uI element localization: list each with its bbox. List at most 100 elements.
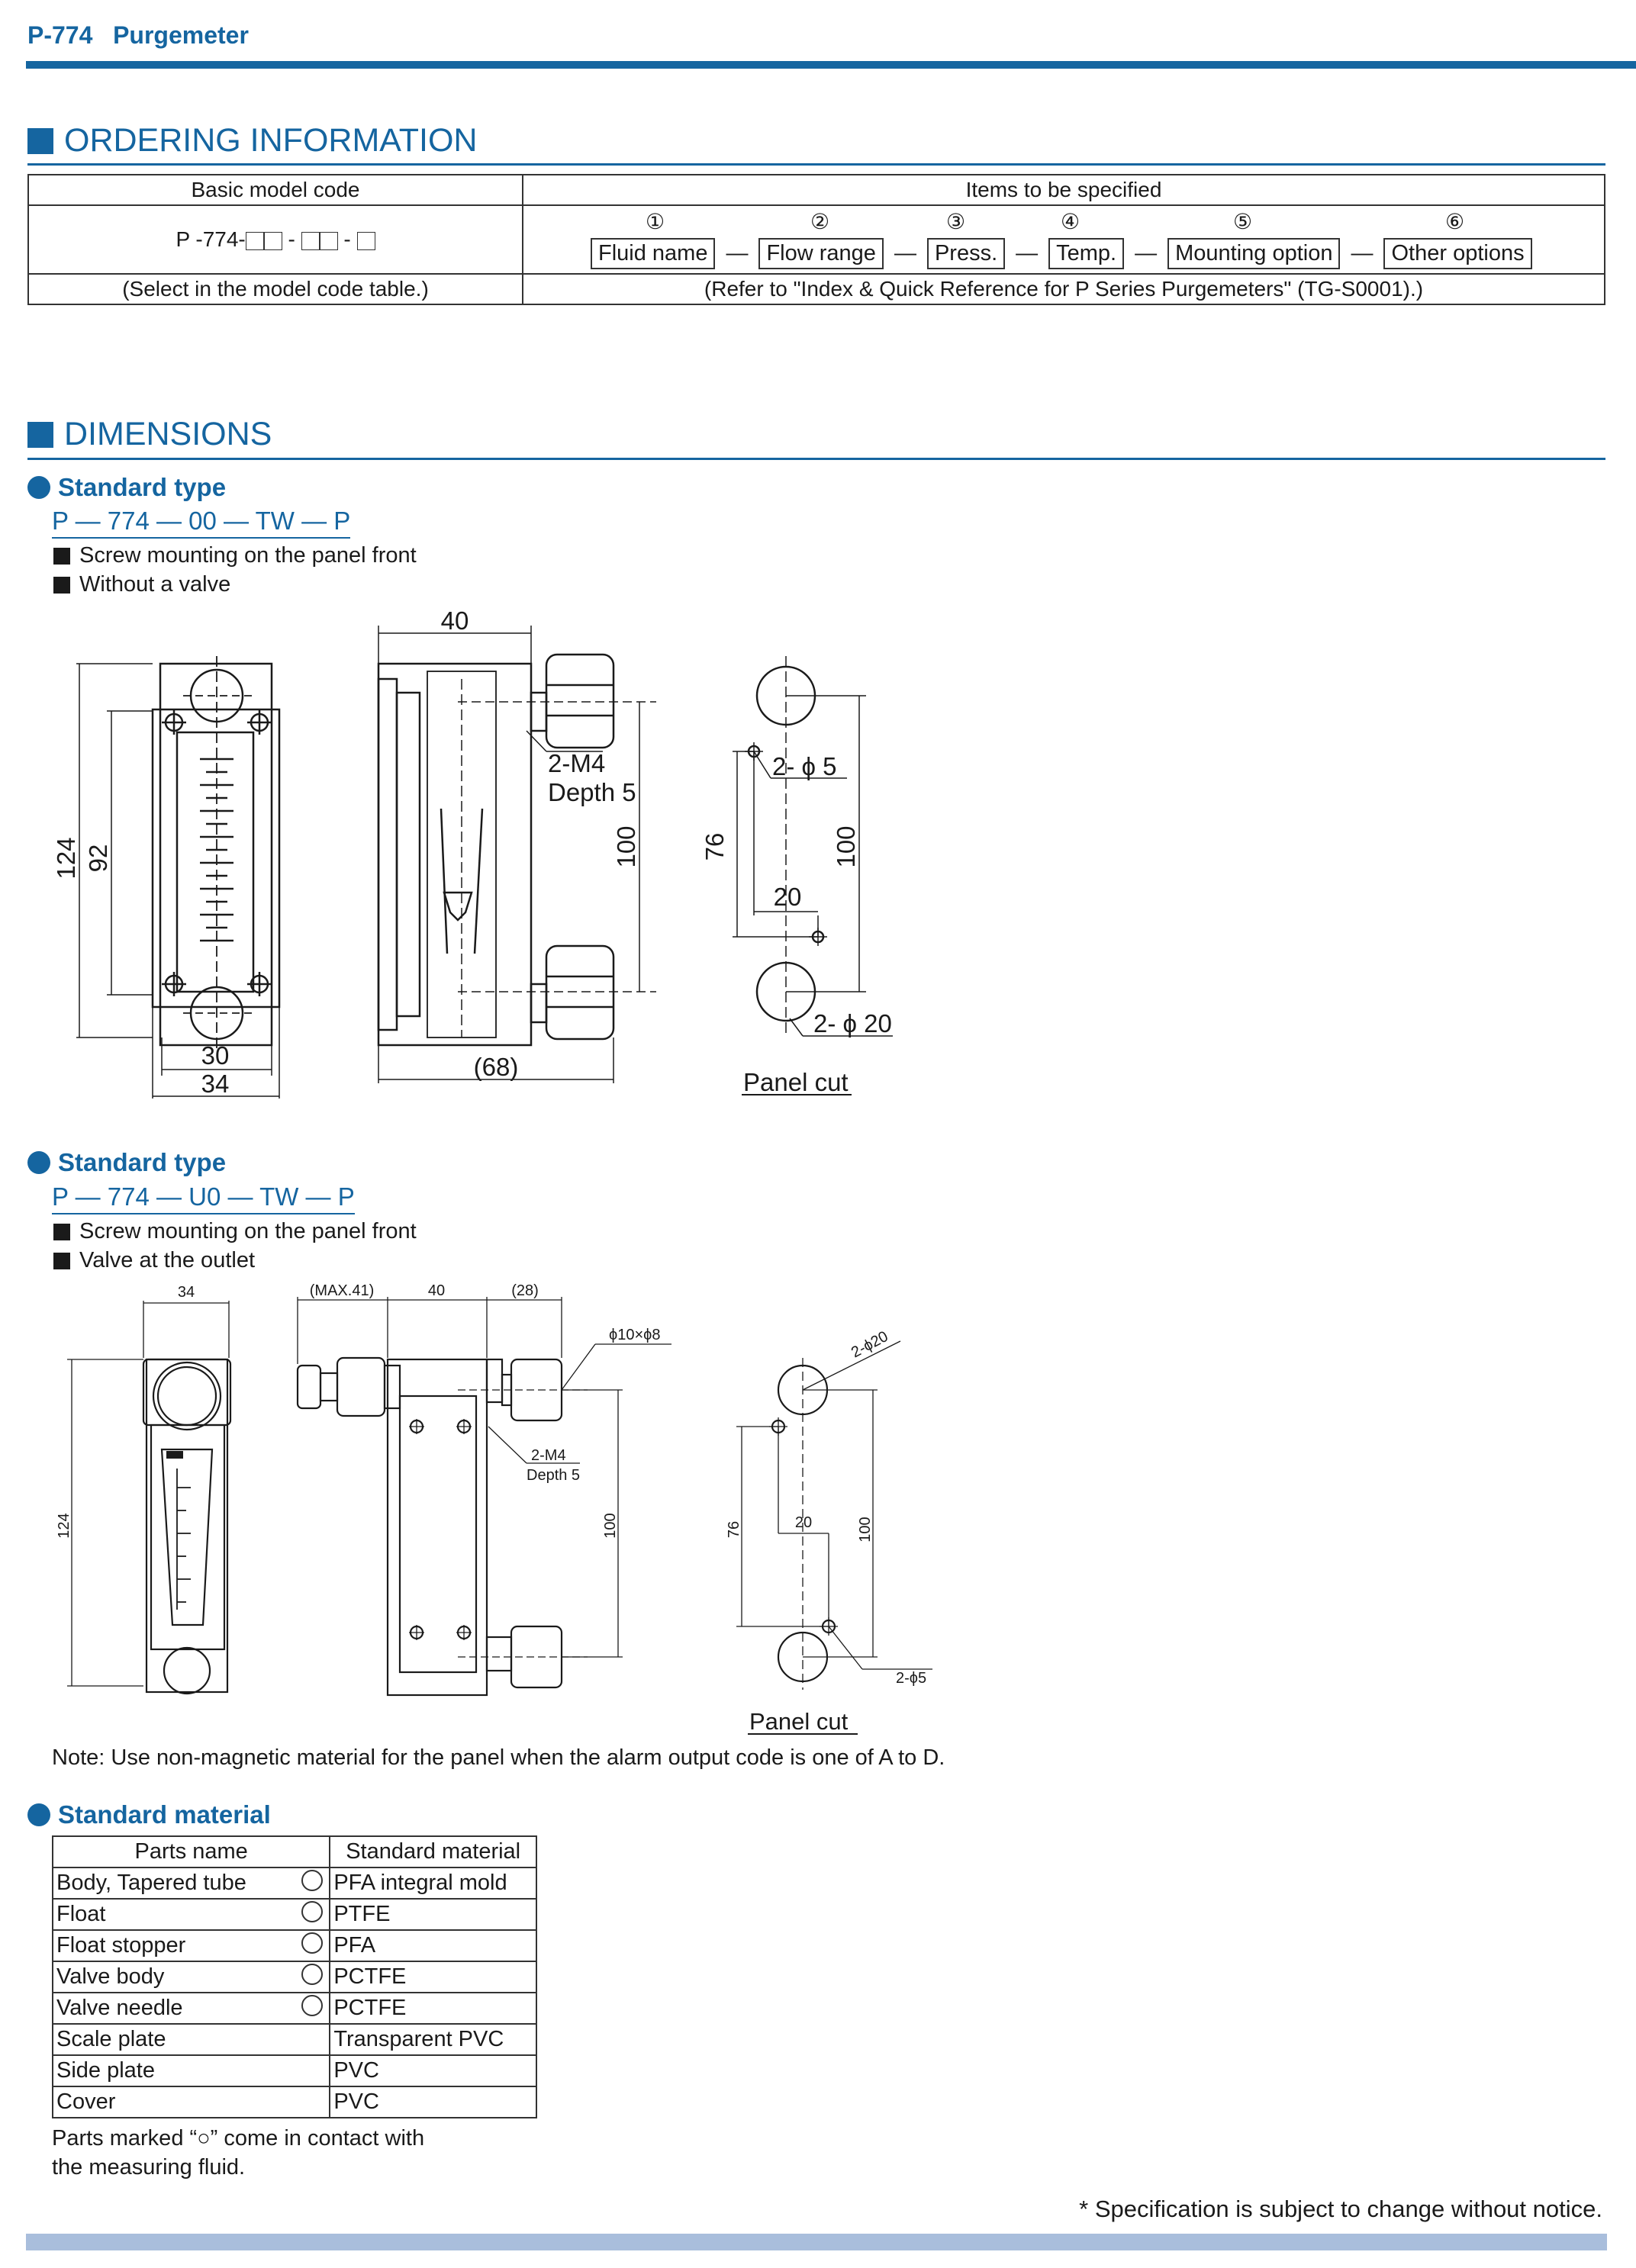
part-name: Valve body — [51, 1961, 296, 1993]
material-title-text: Standard material — [58, 1800, 271, 1829]
std1-drawing: 124 92 30 34 40 (68) 2-M4 Depth 5 100 76… — [52, 606, 893, 1099]
dimensions-section-title: DIMENSIONS — [27, 416, 272, 453]
dim-phi20: 2- ϕ 20 — [813, 1009, 892, 1037]
contact-circle-icon — [301, 1932, 324, 1954]
contact-mark — [295, 2086, 331, 2118]
items-row: Fluid name—Flow range—Press.—Temp.—Mount… — [591, 238, 1532, 269]
product-title: Purgemeter — [113, 21, 249, 49]
dim-depth5: Depth 5 — [548, 778, 636, 806]
std2-side-view — [296, 1297, 671, 1697]
item-num-3: ③ — [946, 210, 966, 233]
std2-dim-124: 124 — [56, 1513, 72, 1538]
std2-dim-depth5: Depth 5 — [527, 1467, 580, 1484]
feature-text: Screw mounting on the panel front — [79, 543, 417, 568]
std2-dim-20: 20 — [795, 1514, 812, 1531]
contact-circle-icon — [301, 1963, 324, 1985]
section-rule — [27, 163, 1605, 166]
product-code: P-774 — [27, 21, 93, 49]
dim-100b: 100 — [832, 825, 860, 867]
std1-panel-cut-label: Panel cut — [743, 1068, 849, 1096]
std1-model: P — 774 — 00 — TW — P — [52, 507, 351, 539]
material-value: Transparent PVC — [329, 2023, 537, 2056]
part-name: Float stopper — [51, 1929, 296, 1962]
footer-notice: * Specification is subject to change wit… — [1079, 2196, 1602, 2222]
dim-20: 20 — [774, 883, 802, 911]
material-note-line-2: the measuring fluid. — [52, 2155, 246, 2180]
material-value: PCTFE — [329, 1961, 537, 1993]
item-flow-range: Flow range — [758, 238, 884, 269]
section-rule — [27, 458, 1605, 460]
material-value: PFA — [329, 1929, 537, 1962]
material-note-line-1: Parts marked “○” come in contact with — [52, 2126, 425, 2151]
panel-note: Note: Use non-magnetic material for the … — [52, 1745, 945, 1770]
std2-dim-40: 40 — [428, 1282, 445, 1299]
item-num-6: ⑥ — [1445, 210, 1465, 233]
std1-feature-1: Screw mounting on the panel front — [53, 543, 417, 568]
table-row: Cover PVC — [51, 2086, 537, 2118]
bullet-dot-icon — [27, 476, 50, 499]
select-note: (Select in the model code table.) — [27, 273, 523, 305]
contact-mark — [295, 1898, 331, 1931]
basic-model-header: Basic model code — [27, 174, 523, 206]
item-num-4: ④ — [1061, 210, 1080, 233]
material-note: Parts marked “○” come in contact with th… — [52, 2124, 424, 2182]
std1-front-view — [76, 656, 281, 1099]
dim-34: 34 — [201, 1070, 230, 1098]
std2-model: P — 774 — U0 — TW — P — [52, 1182, 355, 1214]
contact-circle-icon — [301, 1900, 324, 1922]
std2-type-text: Standard type — [58, 1148, 227, 1176]
contact-mark — [295, 1992, 331, 2025]
dim-124: 124 — [52, 837, 80, 879]
std2-panel-cut-label: Panel cut — [749, 1708, 849, 1735]
dimensions-title-text: DIMENSIONS — [64, 416, 272, 452]
item-dash: — — [726, 241, 749, 265]
item-fluid-name: Fluid name — [591, 238, 716, 269]
std2-dim-phi5: 2-ϕ5 — [896, 1670, 926, 1687]
square-bullet-icon — [53, 1252, 70, 1269]
feature-text: Without a valve — [79, 572, 231, 597]
model-code-text: P -774- — [176, 227, 246, 251]
dim-2m4: 2-M4 — [548, 749, 605, 777]
std1-feature-2: Without a valve — [53, 572, 230, 597]
dim-68: (68) — [474, 1053, 519, 1081]
std2-dim-100a: 100 — [602, 1513, 619, 1538]
bullet-dot-icon — [27, 1803, 50, 1826]
part-name: Cover — [51, 2086, 296, 2118]
part-name: Valve needle — [51, 1992, 296, 2025]
std1-side-view — [377, 626, 656, 1083]
material-value: PVC — [329, 2086, 537, 2118]
material-heading: Standard material — [27, 1800, 271, 1829]
dim-30: 30 — [201, 1041, 230, 1070]
contact-circle-icon — [301, 1994, 324, 2016]
std1-type-text: Standard type — [58, 473, 227, 501]
item-dash: — — [1135, 241, 1158, 265]
ordering-table: Basic model code Items to be specified P… — [27, 174, 1605, 305]
item-temp: Temp. — [1048, 238, 1125, 269]
contact-mark — [295, 1961, 331, 1993]
item-num-5: ⑤ — [1233, 210, 1253, 233]
maker-logo-icon — [166, 1451, 183, 1459]
std1-type-heading: Standard type — [27, 473, 226, 502]
section-square-icon — [27, 421, 53, 448]
std2-feature-2: Valve at the outlet — [53, 1248, 255, 1273]
part-name: Float — [51, 1898, 296, 1931]
contact-mark — [295, 1929, 331, 1962]
part-name: Body, Tapered tube — [51, 1867, 296, 1900]
item-other-options: Other options — [1383, 238, 1532, 269]
ordering-title-text: ORDERING INFORMATION — [64, 122, 478, 159]
bullet-dot-icon — [27, 1151, 50, 1174]
dim-92: 92 — [84, 844, 112, 873]
contact-mark — [295, 2054, 331, 2087]
square-bullet-icon — [53, 547, 70, 565]
table-row: Valve body PCTFE — [51, 1961, 537, 1993]
contact-mark — [295, 1867, 331, 1900]
header-bar — [26, 61, 1636, 69]
std2-drawing: 34 (MAX.41) 40 (28) ϕ10×ϕ8 2-M4 Depth 5 … — [56, 1282, 932, 1735]
parts-name-header: Parts name — [51, 1835, 331, 1868]
